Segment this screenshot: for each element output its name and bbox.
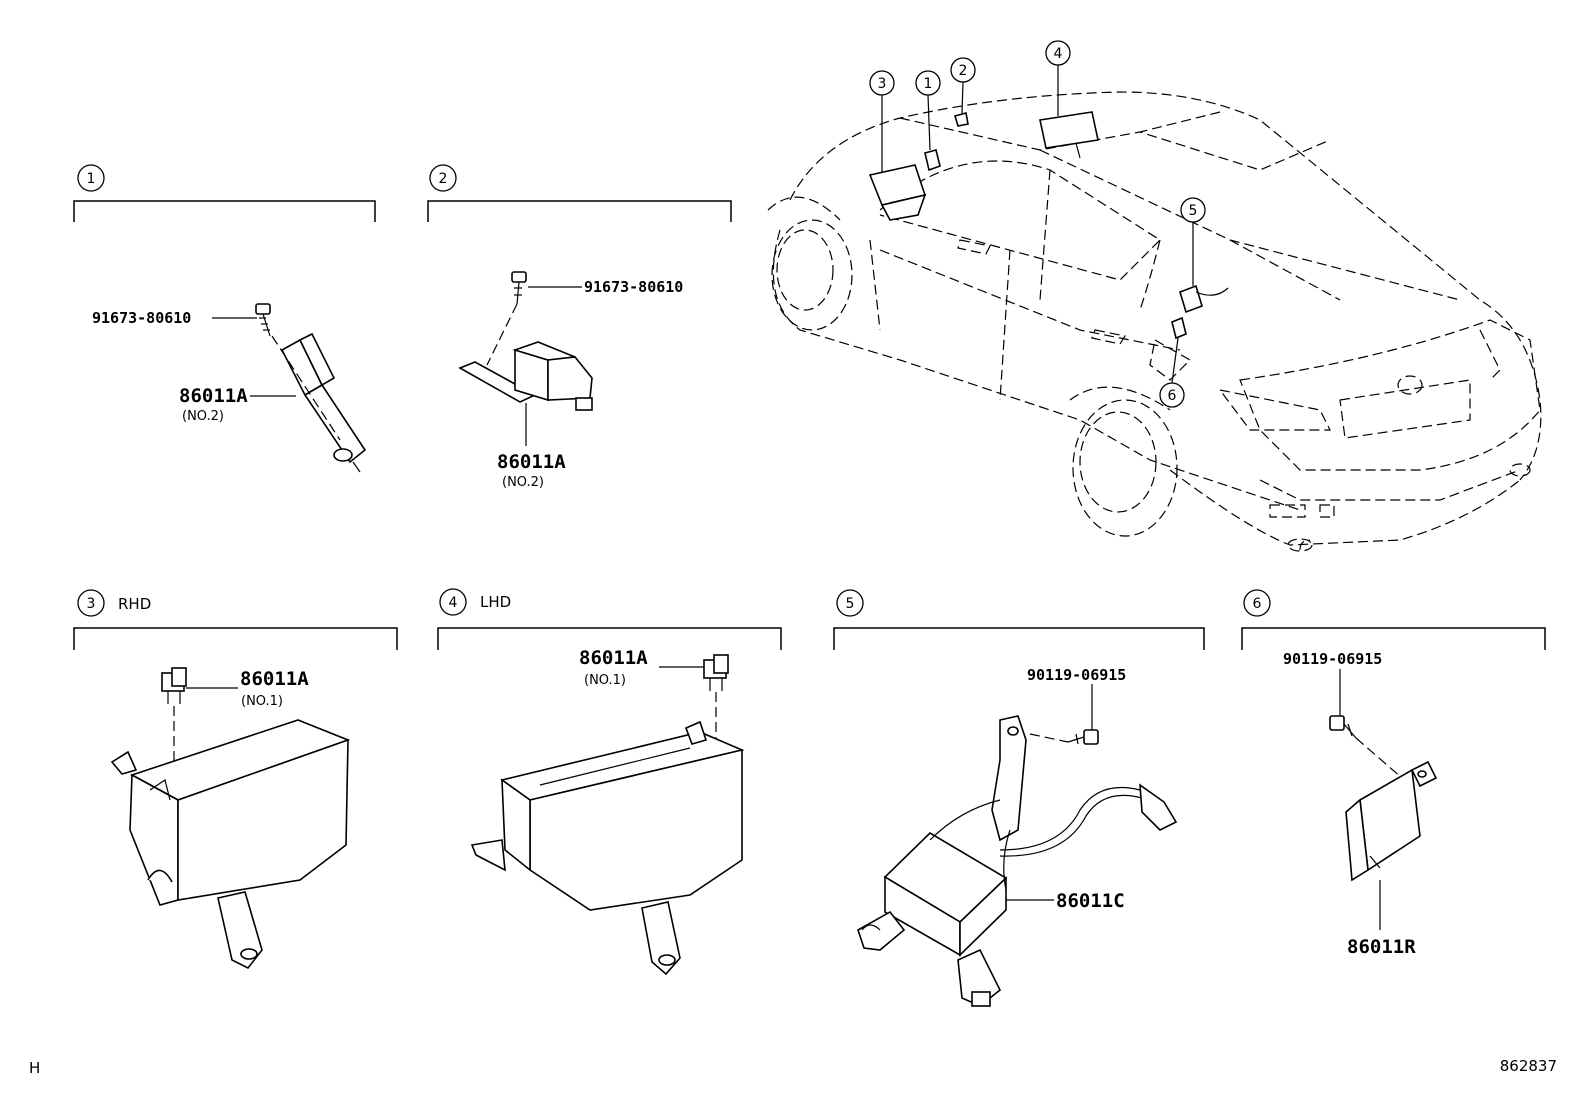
- s3-part-sub: (NO.1): [241, 694, 283, 709]
- relay-icon: [161, 667, 187, 704]
- s4-part-sub: (NO.1): [584, 673, 626, 688]
- section-3-number: 3: [87, 596, 96, 612]
- s5-bolt-label: 90119-06915: [1027, 666, 1126, 684]
- section-3: 3 RHD 86011A (NO.1): [73, 589, 398, 970]
- relay-icon: [703, 654, 729, 691]
- car-body-icon: [767, 91, 1542, 552]
- s1-bolt-label: 91673-80610: [92, 309, 191, 327]
- svg-text:3: 3: [878, 76, 887, 92]
- footer-left-code: H: [29, 1059, 40, 1077]
- junction-block-icon: [110, 719, 351, 970]
- s6-bolt-label: 90119-06915: [1283, 650, 1382, 668]
- section-4-number: 4: [449, 595, 458, 611]
- junction-block-icon: [470, 720, 745, 976]
- section-5-number: 5: [846, 596, 855, 612]
- section-2: 2 91673-80610 86011A (NO.2): [427, 164, 732, 490]
- relay-icon: [280, 332, 367, 473]
- callout-2: 2: [950, 57, 976, 114]
- callout-1: 1: [915, 70, 941, 151]
- relay-icon: [953, 111, 969, 127]
- s3-part-label: 86011A: [240, 668, 309, 690]
- s2-bolt-label: 91673-80610: [584, 278, 683, 296]
- section-6-number: 6: [1253, 596, 1262, 612]
- junction-block-icon: [1039, 111, 1099, 159]
- callout-3: 3: [869, 70, 895, 172]
- s2-part-label: 86011A: [497, 451, 566, 473]
- footer-right-code: 862837: [1500, 1057, 1557, 1075]
- section-4-label: LHD: [480, 593, 511, 611]
- s6-part-label: 86011R: [1347, 936, 1416, 958]
- s4-part-label: 86011A: [579, 647, 648, 669]
- s2-part-sub: (NO.2): [502, 475, 544, 490]
- control-module-icon: [1345, 760, 1438, 882]
- section-2-number: 2: [439, 171, 448, 187]
- section-1: 1 91673-80610 86011A (NO.2): [73, 164, 376, 473]
- bolt-icon: [1329, 715, 1357, 739]
- section-4: 4 LHD 86011A (NO.1): [437, 588, 782, 976]
- svg-text:6: 6: [1168, 388, 1177, 404]
- s5-part-label: 86011C: [1056, 890, 1125, 912]
- bolt-icon: [511, 271, 527, 305]
- callout-4: 4: [1045, 40, 1071, 116]
- section-3-label: RHD: [118, 595, 151, 613]
- callout-6: 6: [1159, 337, 1185, 408]
- control-module-icon: [1179, 272, 1229, 314]
- s1-part-sub: (NO.2): [182, 409, 224, 424]
- svg-text:1: 1: [924, 76, 933, 92]
- relay-icon: [924, 149, 941, 172]
- section-5: 5 90119-06915: [833, 589, 1205, 1007]
- bolt-icon: [1067, 729, 1099, 745]
- svg-text:5: 5: [1189, 203, 1198, 219]
- callout-5: 5: [1180, 197, 1206, 272]
- control-module-icon: [1171, 316, 1187, 340]
- bolt-icon: [255, 303, 271, 337]
- relay-icon: [458, 341, 593, 411]
- control-module-icon: [857, 715, 1178, 1007]
- svg-text:2: 2: [959, 63, 968, 79]
- vehicle-overview: 3 1 2 4 5 6: [767, 40, 1542, 552]
- junction-block-icon: [868, 164, 927, 221]
- svg-text:4: 4: [1054, 46, 1063, 62]
- section-1-number: 1: [87, 171, 96, 187]
- section-6: 6 90119-06915 86011R: [1241, 589, 1546, 958]
- s1-part-label: 86011A: [179, 385, 248, 407]
